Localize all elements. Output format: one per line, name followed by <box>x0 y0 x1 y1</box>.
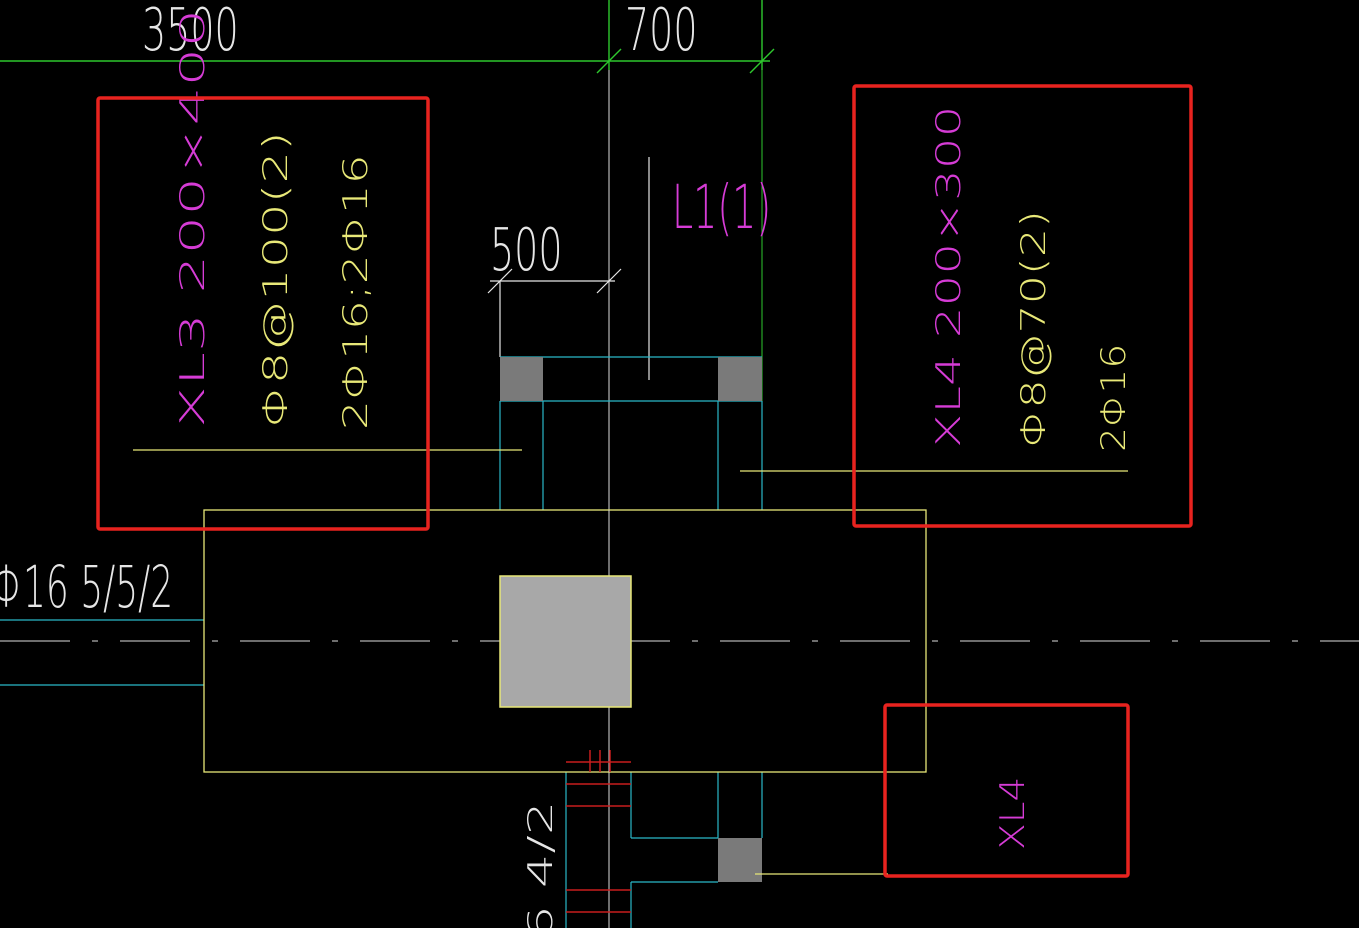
dimension-500-tick-left <box>487 268 513 294</box>
dimension-tick-left <box>596 48 622 74</box>
dimension-text-700: 700 <box>625 0 698 64</box>
small-column-right <box>718 357 762 401</box>
beam-label-l1: L1(1) <box>672 172 771 243</box>
left-rebar-label: Φ16 5/5/2 <box>0 554 173 621</box>
highlight-box-xl4-tag <box>883 703 1130 878</box>
dimension-tick-right <box>749 48 775 74</box>
foundation-outline <box>203 509 927 773</box>
xl4-rebar-label: 2Φ16 <box>1093 344 1133 452</box>
dimension-text-500: 500 <box>490 215 563 284</box>
xl3-stirrup-label: Φ8@100(2) <box>256 131 295 428</box>
xl4-size-label: XL4 200×300 <box>929 106 969 448</box>
small-column-bottom <box>718 838 762 882</box>
xl4-stirrup-label: Φ8@70(2) <box>1014 210 1054 448</box>
xl3-size-label: XL3 200×400 <box>172 9 212 428</box>
xl3-rebar-label: 2Φ16;2Φ16 <box>335 154 375 430</box>
highlight-box-xl4 <box>852 84 1193 528</box>
xl4-tag-label: XL4 <box>992 777 1032 850</box>
cyan-beam-outlines <box>0 356 763 928</box>
highlight-boxes <box>96 84 1193 878</box>
xl4-annotation: XL4 200×300 Φ8@70(2) 2Φ16 <box>929 106 1133 452</box>
small-column-left <box>500 357 543 401</box>
bottom-rebar-label: 6 4/2 <box>521 801 561 928</box>
highlight-box-xl3 <box>96 96 430 531</box>
dimension-lines <box>0 0 775 74</box>
main-column <box>499 575 632 708</box>
red-hatch <box>566 750 631 913</box>
leader-lines <box>133 449 1128 875</box>
dimension-500-tick-right <box>596 268 622 294</box>
dimension-500-group <box>487 157 650 380</box>
xl3-annotation: XL3 200×400 Φ8@100(2) 2Φ16;2Φ16 <box>172 9 375 430</box>
dimension-text-3500: 3500 <box>142 0 239 64</box>
